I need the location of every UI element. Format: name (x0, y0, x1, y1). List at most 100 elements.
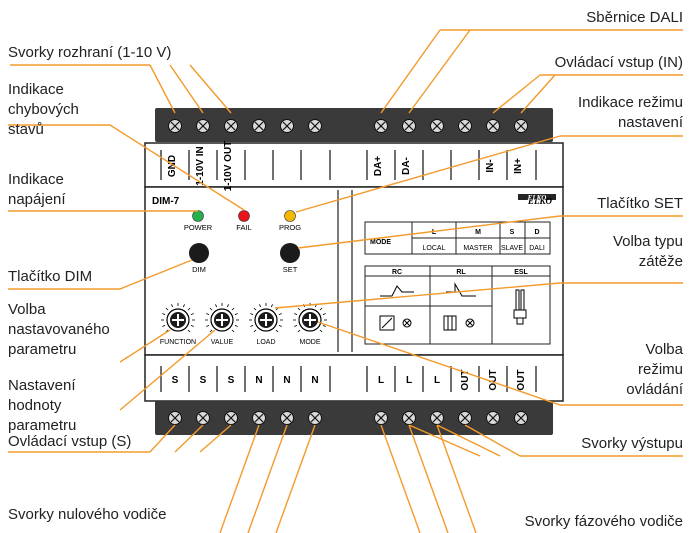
svg-text:RC: RC (392, 269, 402, 276)
leader-line (247, 424, 288, 533)
function-knob[interactable]: FUNCTION (160, 303, 196, 346)
bottom-label-band (144, 354, 564, 402)
top-terminal-label: GND (167, 155, 178, 177)
terminal-screw (458, 411, 472, 425)
bottom-terminal-label: OUT (516, 369, 527, 390)
terminal-screw (280, 119, 294, 133)
terminal-screw (486, 411, 500, 425)
bottom-terminal-label: S (228, 375, 235, 386)
callout-dali-bus: Sběrnice DALI (586, 9, 683, 26)
brand-logo: ELKO (527, 196, 553, 206)
brand-logo-text: ELKO (527, 194, 547, 202)
callout-param-value: Nastavení hodnoty parametru (8, 377, 77, 434)
leader-line (436, 424, 501, 457)
bottom-terminal-label: L (378, 375, 384, 386)
bottom-terminal-label: OUT (460, 369, 471, 390)
callout-param-select: Volba nastavovaného parametru (8, 301, 110, 358)
bottom-terminal-label: L (434, 375, 440, 386)
leader-line (492, 74, 541, 114)
terminal-screw (224, 119, 238, 133)
svg-text:D: D (534, 229, 539, 236)
bottom-terminal-strip (155, 401, 553, 435)
bottom-terminal-label: S (200, 375, 207, 386)
terminal-screw (196, 119, 210, 133)
mode-knob[interactable]: MODE (293, 303, 327, 346)
callout-set-button: Tlačítko SET (597, 195, 683, 212)
terminal-screw (514, 411, 528, 425)
terminal-screw (252, 119, 266, 133)
prog-led: PROG (279, 210, 301, 232)
leader-line (520, 74, 556, 114)
leader-line (149, 424, 176, 453)
leader-line (408, 424, 449, 533)
callout-load-type: Volba typu zátěže (612, 233, 683, 270)
callout-interface-terminals: Svorky rozhraní (1-10 V) (8, 44, 172, 61)
top-terminal-label: 1-10V IN (195, 146, 206, 185)
callout-power-indication: Indikace napájení (8, 171, 66, 208)
terminal-screw (402, 119, 416, 133)
leader-line (219, 424, 260, 533)
leader-line (380, 424, 421, 533)
terminal-screw (458, 119, 472, 133)
terminal-screw (402, 411, 416, 425)
leader-line (297, 215, 683, 249)
terminal-screw (308, 119, 322, 133)
bottom-terminal-label: N (311, 375, 318, 386)
terminal-screw (486, 119, 500, 133)
terminal-screw (224, 411, 238, 425)
leader-line (464, 424, 521, 457)
mode-table: MODE L M S D LOCAL MASTER SLAVE DALI (364, 221, 551, 255)
fail-led: FAIL (236, 210, 252, 232)
terminal-screw (374, 411, 388, 425)
leader-line (199, 424, 232, 453)
top-label-band (144, 142, 564, 188)
top-screws (168, 119, 528, 133)
leader-line (8, 124, 245, 211)
load-knob[interactable]: LOAD (249, 303, 283, 346)
svg-text:DIM: DIM (192, 265, 206, 274)
leader-line (436, 424, 477, 533)
set-button[interactable]: SET (280, 243, 300, 274)
leader-line (174, 424, 204, 453)
dim-button[interactable]: DIM (189, 243, 209, 274)
callout-error-indication: Indikace chybových stavů (8, 81, 79, 138)
leader-line (119, 329, 216, 411)
leader-line (317, 321, 683, 406)
callout-control-input-in: Ovládací vstup (IN) (554, 54, 683, 71)
rc-waveform-icon (380, 285, 414, 297)
bottom-terminal-label: N (283, 375, 290, 386)
value-knob[interactable]: VALUE (205, 303, 239, 346)
callout-neutral-terminals: Svorky nulového vodiče (8, 506, 167, 523)
top-terminal-label: 1-10V OUT (223, 141, 234, 192)
leader-line (295, 135, 561, 213)
bottom-screws (168, 411, 528, 425)
svg-text:LOCAL: LOCAL (423, 245, 446, 252)
svg-text:SET: SET (283, 265, 298, 274)
terminal-screw (196, 411, 210, 425)
svg-text:VALUE: VALUE (211, 339, 234, 346)
leader-line (169, 64, 204, 114)
callout-phase-terminals: Svorky fázového vodiče (524, 513, 683, 530)
svg-text:FUNCTION: FUNCTION (160, 339, 196, 346)
leader-line (8, 259, 193, 290)
leader-line (408, 29, 471, 114)
inductive-transformer-icon (443, 315, 475, 331)
svg-text:LOAD: LOAD (256, 339, 275, 346)
leader-lines (8, 29, 683, 533)
leader-line (274, 282, 683, 309)
svg-text:MASTER: MASTER (463, 245, 492, 252)
bottom-terminal-label: S (172, 375, 179, 386)
svg-text:PROG: PROG (279, 223, 301, 232)
top-terminal-strip (155, 108, 553, 142)
leader-line (189, 64, 232, 114)
callout-control-input-s: Ovládací vstup (S) (8, 433, 132, 450)
terminal-screw (280, 411, 294, 425)
terminal-screw (430, 411, 444, 425)
svg-text:ESL: ESL (514, 269, 528, 276)
terminal-screw (252, 411, 266, 425)
leader-line (408, 424, 481, 457)
svg-text:SLAVE: SLAVE (501, 245, 523, 252)
